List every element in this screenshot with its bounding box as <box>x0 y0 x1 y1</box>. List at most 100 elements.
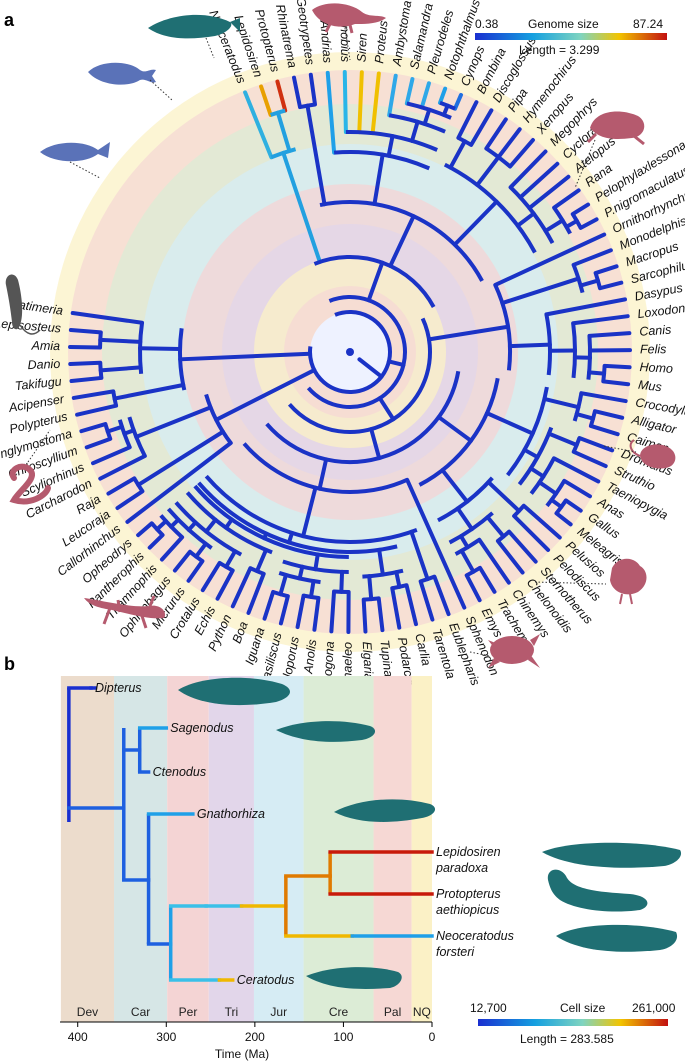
tree-branch <box>507 342 552 349</box>
period-label: Dev <box>77 1005 98 1019</box>
tree-branch <box>587 331 632 338</box>
tree-branch <box>588 423 620 437</box>
tree-branch <box>484 411 535 436</box>
tree-branch <box>317 457 329 491</box>
tree-branch <box>386 359 406 367</box>
tree-branch <box>422 107 432 126</box>
tree-branch <box>214 368 317 422</box>
taxon-label: Lepidosiren <box>436 845 501 859</box>
tree-branch <box>376 596 385 633</box>
tick-label: 300 <box>156 1030 176 1044</box>
tree-branch <box>112 382 186 401</box>
tree-branch <box>508 138 535 169</box>
leader-line <box>574 139 596 189</box>
tree-branch <box>441 103 450 117</box>
tree-branch <box>518 161 560 200</box>
tree-branch <box>367 574 374 602</box>
tree-branch <box>98 337 143 344</box>
tree-branch <box>215 568 235 601</box>
tree-branch <box>601 379 631 387</box>
period-label: Cre <box>329 1005 349 1019</box>
lizard-silhouette <box>84 595 166 629</box>
tree-branch <box>571 314 630 326</box>
tree-branch <box>68 360 103 367</box>
tree-branch <box>259 84 273 117</box>
period-label: Per <box>179 1005 198 1019</box>
taxon-label: aethiopicus <box>436 903 499 917</box>
tree-branch <box>136 521 154 538</box>
tree-branch <box>418 579 435 622</box>
tree-branch <box>579 391 628 404</box>
tree-branch <box>508 149 548 190</box>
tree-branch <box>592 409 625 420</box>
panel-a-label: a <box>4 10 15 30</box>
tree-branch <box>172 549 192 573</box>
legend-b-colorbar <box>478 1019 668 1026</box>
tree-branch <box>106 476 137 496</box>
coelacanth-silhouette <box>88 62 156 85</box>
taxon-labels-b: DipterusSagenodusCtenodusGnathorhizaLepi… <box>95 681 514 987</box>
tree-branch <box>125 440 233 524</box>
legend-b-length: Length = 283.585 <box>520 1032 614 1046</box>
tree-branch <box>178 351 313 362</box>
tree-branch <box>357 357 384 379</box>
tree-branch <box>602 363 632 370</box>
tree-branch <box>159 535 185 562</box>
tree-branch <box>372 152 385 207</box>
mouse-silhouette <box>629 439 676 469</box>
lungfish-silhouette <box>556 924 678 952</box>
tree-branch <box>453 92 463 111</box>
tree-branch <box>456 100 479 140</box>
tree-branch <box>571 248 613 267</box>
taxon-label: Amia <box>30 339 60 354</box>
tree-branch <box>312 595 321 632</box>
tree-branch <box>570 202 591 217</box>
tree-branch <box>578 278 600 288</box>
period-label: Car <box>131 1005 150 1019</box>
tree-branch <box>452 199 499 247</box>
tree-branch <box>75 403 119 417</box>
tree-branch <box>281 150 322 264</box>
tree-branch <box>136 429 225 487</box>
tree-branch <box>377 396 396 422</box>
tree-branch <box>438 86 448 105</box>
tree-branch <box>405 477 467 610</box>
tree-branch <box>329 589 337 634</box>
tree-branch <box>522 447 540 460</box>
tree-branch <box>551 456 601 484</box>
taxon-label: Ctenodus <box>153 765 207 779</box>
period-band <box>373 676 412 1022</box>
taxon-label: Homo <box>639 360 673 376</box>
lungfish-silhouette <box>334 799 436 822</box>
legend-b-min: 12,700 <box>470 1001 507 1015</box>
axolotl-silhouette <box>312 3 386 34</box>
tree-branch <box>71 389 116 400</box>
tree-branch <box>262 531 269 541</box>
tree-branch <box>297 564 305 581</box>
lungfish-silhouette <box>276 721 376 742</box>
legend-b-title: Cell size <box>560 1001 606 1015</box>
tree-branch <box>455 506 474 532</box>
tree-branch <box>69 375 104 384</box>
tree-branch <box>309 579 316 599</box>
legend-cell-size: 12,700 Cell size 261,000 Length = 283.58… <box>470 1001 676 1046</box>
axis-title: Time (Ma) <box>215 1047 269 1061</box>
snake-silhouette <box>9 463 51 505</box>
taxon-label: Protopterus <box>436 887 501 901</box>
phylogeny-b <box>67 686 434 982</box>
tree-branch <box>262 589 276 621</box>
legend-genome-size: 0.38 Genome size 87.24 Length = 3.299 <box>475 17 667 57</box>
phylogeny-a <box>68 70 632 634</box>
tree-branch <box>79 422 108 434</box>
period-label: Pal <box>384 1005 401 1019</box>
tree-branch <box>243 90 274 160</box>
taxon-label: Felis <box>640 342 666 356</box>
tree-branch <box>543 218 565 233</box>
tree-branch <box>386 134 395 158</box>
tree-branch <box>68 344 103 350</box>
tree-branch <box>500 276 581 306</box>
tree-branch <box>387 73 398 118</box>
tree-branch <box>544 297 628 317</box>
tree-branch <box>194 541 208 559</box>
tree-branch <box>574 412 596 421</box>
